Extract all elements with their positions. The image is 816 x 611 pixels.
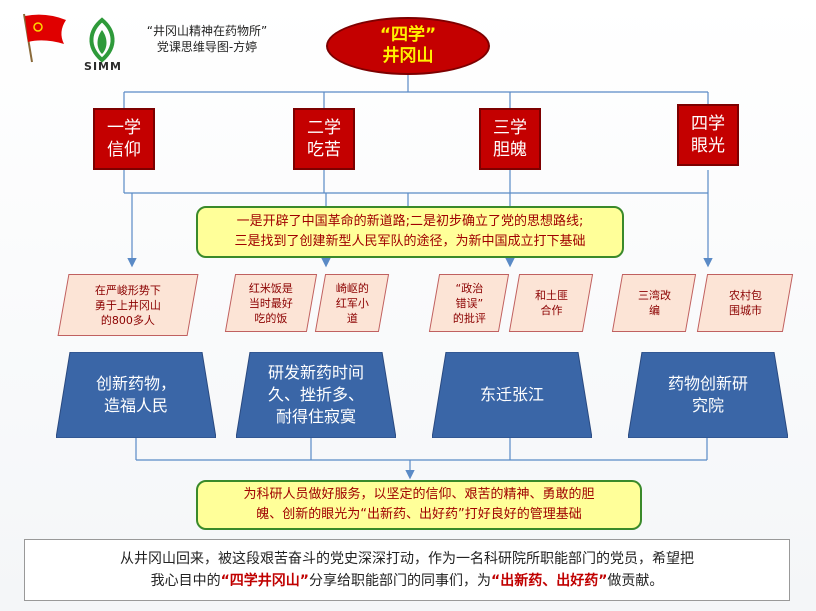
- conclusion-highlight: “出新药、出好药”: [491, 573, 608, 589]
- story-text: 和土匪 合作: [534, 289, 568, 317]
- branch-node-3: 三学 胆魄: [479, 108, 541, 170]
- party-flag-icon: [23, 13, 66, 63]
- summary-box-2: 为科研人员做好服务，以坚定的信仰、艰苦的精神、勇敢的胆 魄、创新的眼光为“出新药…: [196, 480, 642, 530]
- branch-node-4: 四学 眼光: [677, 104, 739, 166]
- action-shape-4: [628, 352, 788, 438]
- branch-label: 一学: [107, 118, 141, 138]
- branch-label: 信仰: [107, 140, 141, 160]
- root-node: “四学” 井冈山: [326, 17, 490, 75]
- story-box-7: 农村包 围城市: [696, 274, 794, 332]
- branch-node-1: 一学 信仰: [93, 108, 155, 170]
- summary-line: 为科研人员做好服务，以坚定的信仰、艰苦的精神、勇敢的胆: [243, 487, 595, 502]
- branch-label: 胆魄: [493, 140, 527, 160]
- story-box-2: 红米饭是 当时最好 吃的饭: [224, 274, 318, 332]
- action-text-4: 药物创新研 究院: [667, 374, 748, 415]
- simm-logo-icon: [89, 17, 115, 63]
- conclusion-text: 做贡献。: [607, 573, 664, 589]
- story-text: 在严峻形势下 勇于上井冈山 的800多人: [95, 283, 161, 327]
- story-box-6: 三湾改 编: [611, 274, 697, 332]
- story-text: 崎岖的 红军小 道: [335, 281, 369, 325]
- root-line1: “四学”: [379, 25, 437, 45]
- story-box-4: “政治 错误” 的批评: [428, 274, 510, 332]
- root-line2: 井冈山: [382, 46, 434, 66]
- summary-line: 三是找到了创建新型人民军队的途径，为新中国成立打下基础: [234, 234, 586, 249]
- story-text: 农村包 围城市: [728, 289, 762, 317]
- action-text-2: 研发新药时间 久、挫折多、 耐得住寂寞: [267, 363, 364, 426]
- header-title: “井冈山精神在药物所”: [146, 24, 268, 38]
- action-shape-3: [432, 352, 592, 438]
- header-subtitle: 党课思维导图-方婷: [156, 40, 258, 54]
- logo-text: SIMM: [84, 60, 122, 73]
- conclusion-box: 从井冈山回来，被这段艰苦奋斗的党史深深打动，作为一名科研院所职能部门的党员，希望…: [24, 539, 790, 601]
- story-box-5: 和土匪 合作: [508, 274, 594, 332]
- action-text-3: 东迁张江: [479, 385, 544, 404]
- action-shape-1: [56, 352, 216, 438]
- story-box-1: 在严峻形势下 勇于上井冈山 的800多人: [57, 274, 199, 336]
- conclusion-line2: 我心目中的“四学井冈山”分享给职能部门的同事们，为“出新药、出好药”做贡献。: [25, 570, 789, 592]
- story-text: 红米饭是 当时最好 吃的饭: [249, 281, 293, 325]
- conclusion-line1: 从井冈山回来，被这段艰苦奋斗的党史深深打动，作为一名科研院所职能部门的党员，希望…: [120, 551, 694, 567]
- story-box-3: 崎岖的 红军小 道: [314, 274, 390, 332]
- branch-label: 眼光: [691, 136, 725, 156]
- branch-label: 吃苦: [307, 140, 341, 160]
- action-shape-2: [236, 352, 396, 438]
- summary-line: 一是开辟了中国革命的新道路;二是初步确立了党的思想路线;: [236, 214, 584, 229]
- branch-label: 三学: [493, 118, 527, 138]
- summary-line: 魄、创新的眼光为“出新药、出好药”打好良好的管理基础: [256, 507, 582, 522]
- branch-label: 四学: [691, 114, 725, 134]
- story-text: “政治 错误” 的批评: [452, 281, 486, 325]
- conclusion-highlight: “四学井冈山”: [220, 573, 309, 589]
- conclusion-text: 分享给职能部门的同事们，为: [309, 573, 491, 589]
- summary-box-1: 一是开辟了中国革命的新道路;二是初步确立了党的思想路线; 三是找到了创建新型人民…: [196, 206, 624, 258]
- conclusion-text: 我心目中的: [150, 573, 221, 589]
- story-text: 三湾改 编: [637, 289, 671, 317]
- action-text-1: 创新药物， 造福人民: [95, 374, 176, 415]
- branch-node-2: 二学 吃苦: [293, 108, 355, 170]
- branch-label: 二学: [307, 118, 341, 138]
